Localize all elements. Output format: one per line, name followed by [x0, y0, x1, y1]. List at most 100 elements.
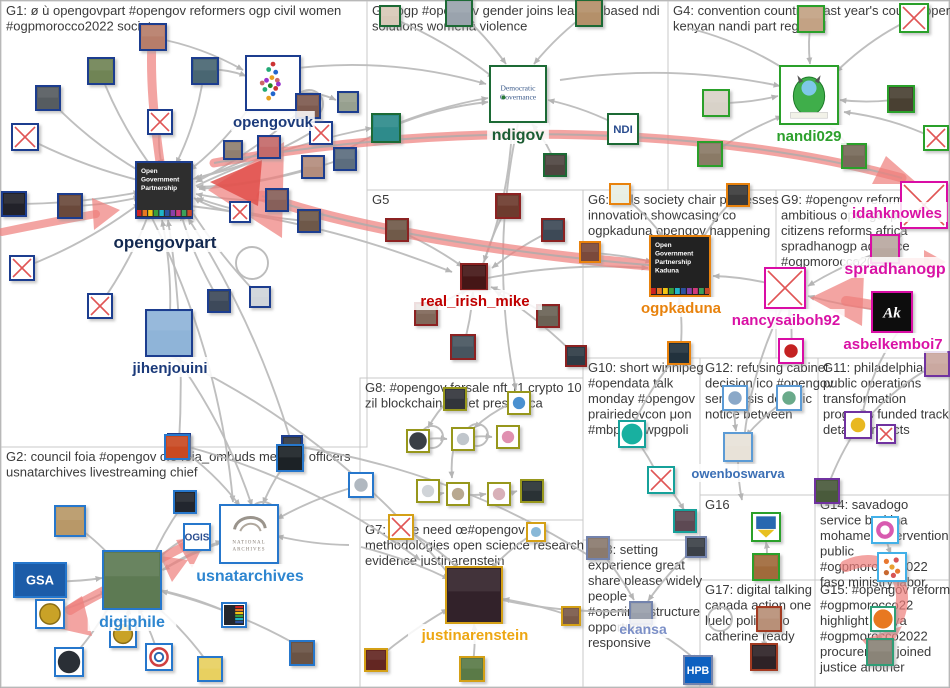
graph-node[interactable]	[164, 434, 190, 460]
graph-node[interactable]	[147, 109, 173, 135]
graph-node[interactable]	[924, 351, 950, 377]
graph-node[interactable]	[565, 345, 587, 367]
graph-node[interactable]	[460, 263, 488, 291]
graph-node[interactable]	[495, 193, 521, 219]
graph-node[interactable]	[11, 123, 39, 151]
graph-node[interactable]	[609, 183, 631, 205]
graph-node[interactable]	[618, 420, 646, 448]
node-label[interactable]: idahknowles	[846, 202, 948, 222]
graph-node[interactable]	[35, 85, 61, 111]
graph-node[interactable]	[223, 140, 243, 160]
graph-node[interactable]	[249, 286, 271, 308]
graph-node[interactable]	[561, 606, 581, 626]
graph-node[interactable]	[752, 553, 780, 581]
graph-node[interactable]	[451, 427, 475, 451]
node-label[interactable]: real_irish_mike	[408, 290, 542, 310]
graph-node[interactable]	[443, 387, 467, 411]
graph-node[interactable]: HPB	[683, 655, 713, 685]
graph-node[interactable]	[487, 482, 511, 506]
graph-node[interactable]	[379, 5, 401, 27]
graph-node[interactable]	[445, 0, 473, 27]
graph-node[interactable]	[229, 201, 251, 223]
node-label[interactable]: ekansa	[615, 619, 671, 638]
graph-node[interactable]	[445, 566, 503, 624]
graph-node[interactable]	[778, 338, 804, 364]
graph-node[interactable]	[575, 0, 603, 27]
graph-node[interactable]	[579, 241, 601, 263]
graph-node[interactable]	[870, 606, 896, 632]
graph-node[interactable]	[797, 5, 825, 33]
graph-node[interactable]	[257, 135, 281, 159]
graph-node[interactable]	[416, 479, 440, 503]
graph-node[interactable]	[35, 599, 65, 629]
graph-node[interactable]	[87, 293, 113, 319]
node-label[interactable]: opengovpart	[108, 230, 222, 252]
graph-node[interactable]	[844, 411, 872, 439]
graph-node[interactable]	[364, 648, 388, 672]
graph-node[interactable]	[667, 341, 691, 365]
graph-node[interactable]	[723, 432, 753, 462]
graph-node[interactable]	[191, 57, 219, 85]
graph-node[interactable]	[446, 482, 470, 506]
graph-node[interactable]	[301, 155, 325, 179]
graph-node[interactable]	[673, 509, 697, 533]
graph-node[interactable]	[876, 424, 896, 444]
graph-node[interactable]	[207, 289, 231, 313]
graph-node[interactable]	[702, 89, 730, 117]
graph-node[interactable]	[139, 23, 167, 51]
graph-node[interactable]	[899, 3, 929, 33]
graph-node[interactable]	[54, 505, 86, 537]
graph-node[interactable]	[309, 121, 333, 145]
node-label[interactable]: justinarenstein	[408, 624, 542, 644]
graph-node[interactable]	[496, 425, 520, 449]
node-label[interactable]: jihenjouini	[119, 357, 221, 377]
graph-node[interactable]	[647, 466, 675, 494]
graph-node[interactable]	[726, 183, 750, 207]
graph-node[interactable]	[697, 141, 723, 167]
graph-node[interactable]	[385, 218, 409, 242]
graph-node[interactable]	[102, 550, 162, 610]
graph-node[interactable]	[586, 536, 610, 560]
graph-node[interactable]	[722, 385, 748, 411]
graph-node[interactable]	[57, 193, 83, 219]
graph-node[interactable]	[543, 153, 567, 177]
graph-node[interactable]	[507, 391, 531, 415]
graph-node[interactable]	[145, 643, 173, 671]
graph-node[interactable]	[406, 429, 430, 453]
graph-node[interactable]	[541, 218, 565, 242]
graph-node[interactable]	[841, 143, 867, 169]
graph-node[interactable]	[333, 147, 357, 171]
graph-node[interactable]	[814, 478, 840, 504]
graph-node[interactable]	[87, 57, 115, 85]
graph-node[interactable]	[371, 113, 401, 143]
graph-node[interactable]	[348, 472, 374, 498]
graph-node[interactable]	[459, 656, 485, 682]
graph-node[interactable]	[751, 512, 781, 542]
node-label[interactable]: owenboswarva	[690, 464, 786, 482]
graph-node[interactable]: Ak	[871, 291, 913, 333]
node-label[interactable]: opengovuk	[231, 111, 315, 131]
graph-node[interactable]	[297, 209, 321, 233]
graph-node[interactable]	[9, 255, 35, 281]
graph-node[interactable]	[337, 91, 359, 113]
graph-node[interactable]	[289, 640, 315, 666]
node-label[interactable]: usnatarchives	[187, 564, 313, 585]
node-label[interactable]: asbelkemboi7	[838, 333, 948, 353]
node-label[interactable]: nandi029	[771, 125, 847, 145]
graph-node[interactable]	[197, 656, 223, 682]
graph-node[interactable]	[887, 85, 915, 113]
graph-node[interactable]	[245, 55, 301, 111]
graph-node[interactable]	[923, 125, 949, 151]
graph-node[interactable]	[265, 188, 289, 212]
graph-node[interactable]	[520, 479, 544, 503]
graph-node[interactable]	[776, 385, 802, 411]
graph-node[interactable]: NDI	[607, 113, 639, 145]
graph-node[interactable]	[877, 552, 907, 582]
graph-node[interactable]	[145, 309, 193, 357]
graph-node[interactable]	[536, 304, 560, 328]
graph-node[interactable]	[779, 65, 839, 125]
node-label[interactable]: spradhanogp	[841, 257, 949, 278]
graph-node[interactable]	[276, 444, 304, 472]
